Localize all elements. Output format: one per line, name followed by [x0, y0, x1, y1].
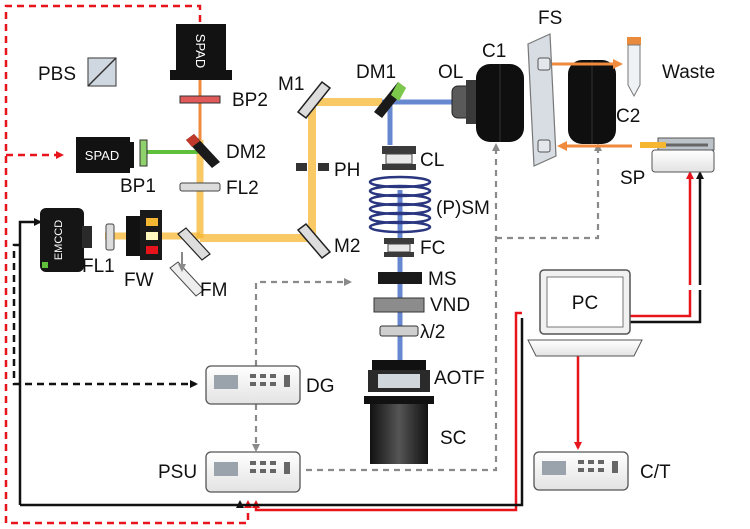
- emccd-label: EMCCD: [53, 220, 65, 260]
- fs-label: FS: [538, 8, 562, 29]
- objective-lens: [451, 80, 480, 124]
- m1-label: M1: [278, 74, 304, 95]
- filter-wheel: [126, 210, 162, 260]
- flow-slide: [527, 33, 557, 167]
- ph-label: PH: [334, 160, 360, 181]
- single-mode-fiber: [368, 175, 432, 234]
- bp2-filter: [179, 95, 221, 104]
- fl1-label: FL1: [82, 256, 115, 277]
- emccd-camera: EMCCD: [40, 208, 92, 272]
- dm1-label: DM1: [356, 62, 396, 83]
- waste-label: Waste: [662, 62, 715, 83]
- fl1-lens: [105, 223, 115, 251]
- fc-label: FC: [420, 238, 445, 259]
- camera-c1: [476, 64, 524, 142]
- m2-mirror: [296, 222, 332, 260]
- fl2-label: FL2: [226, 178, 259, 199]
- pbs-cube: [87, 57, 117, 87]
- fiber-coupler: [384, 238, 414, 257]
- dg-label: DG: [306, 376, 335, 397]
- pinhole: [296, 163, 329, 171]
- pc-computer: PC: [527, 269, 643, 357]
- flip-mirror: [169, 227, 211, 297]
- ms-label: MS: [428, 269, 457, 290]
- bp1-filter: [139, 139, 148, 167]
- spad-top-label: SPAD: [193, 34, 208, 68]
- ol-label: OL: [438, 62, 463, 83]
- bp1-label: BP1: [120, 176, 156, 197]
- cl-lens: [382, 146, 416, 170]
- syringe-pump: [640, 137, 715, 173]
- fm-label: FM: [200, 280, 227, 301]
- ct-label: C/T: [640, 462, 671, 483]
- c2-label: C2: [616, 106, 640, 127]
- component-labels: FS PBS BP2 M1 DM1 OL C1 Waste C2 DM2 BP1…: [38, 8, 715, 483]
- pc-label: PC: [572, 293, 598, 314]
- fw-label: FW: [124, 270, 154, 291]
- dm2-label: DM2: [226, 142, 266, 163]
- dm1-mirror: [374, 82, 406, 118]
- power-supply-unit: [205, 451, 301, 493]
- variable-nd-filter: [373, 297, 425, 313]
- half-wave-plate: [379, 325, 419, 337]
- m1-mirror: [296, 80, 332, 120]
- pbs-label: PBS: [38, 64, 76, 85]
- camera-c2: [568, 60, 616, 144]
- psu-label: PSU: [158, 462, 197, 483]
- half-wave-label: λ/2: [420, 322, 445, 343]
- bp2-label: BP2: [232, 90, 268, 111]
- supercontinuum-laser: [364, 396, 434, 464]
- spad-top-detector: SPAD: [170, 24, 232, 80]
- counter-timer: [533, 451, 629, 491]
- sc-label: SC: [440, 428, 466, 449]
- fl2-lens: [179, 182, 221, 192]
- vnd-label: VND: [430, 295, 470, 316]
- aotf-module: [368, 360, 430, 392]
- c1-label: C1: [482, 41, 506, 62]
- sp-label: SP: [620, 168, 645, 189]
- delay-generator: [205, 365, 301, 405]
- spad-side-label: SPAD: [85, 148, 119, 163]
- mechanical-shutter: [378, 272, 422, 284]
- waste-tube: [627, 37, 641, 98]
- dm2-mirror: [186, 134, 220, 168]
- aotf-label: AOTF: [434, 368, 485, 389]
- m2-label: M2: [334, 236, 360, 257]
- cl-label: CL: [420, 150, 444, 171]
- psm-label: (P)SM: [436, 198, 490, 219]
- spad-side-detector: SPAD: [76, 137, 134, 173]
- signal-lines: [4, 4, 704, 525]
